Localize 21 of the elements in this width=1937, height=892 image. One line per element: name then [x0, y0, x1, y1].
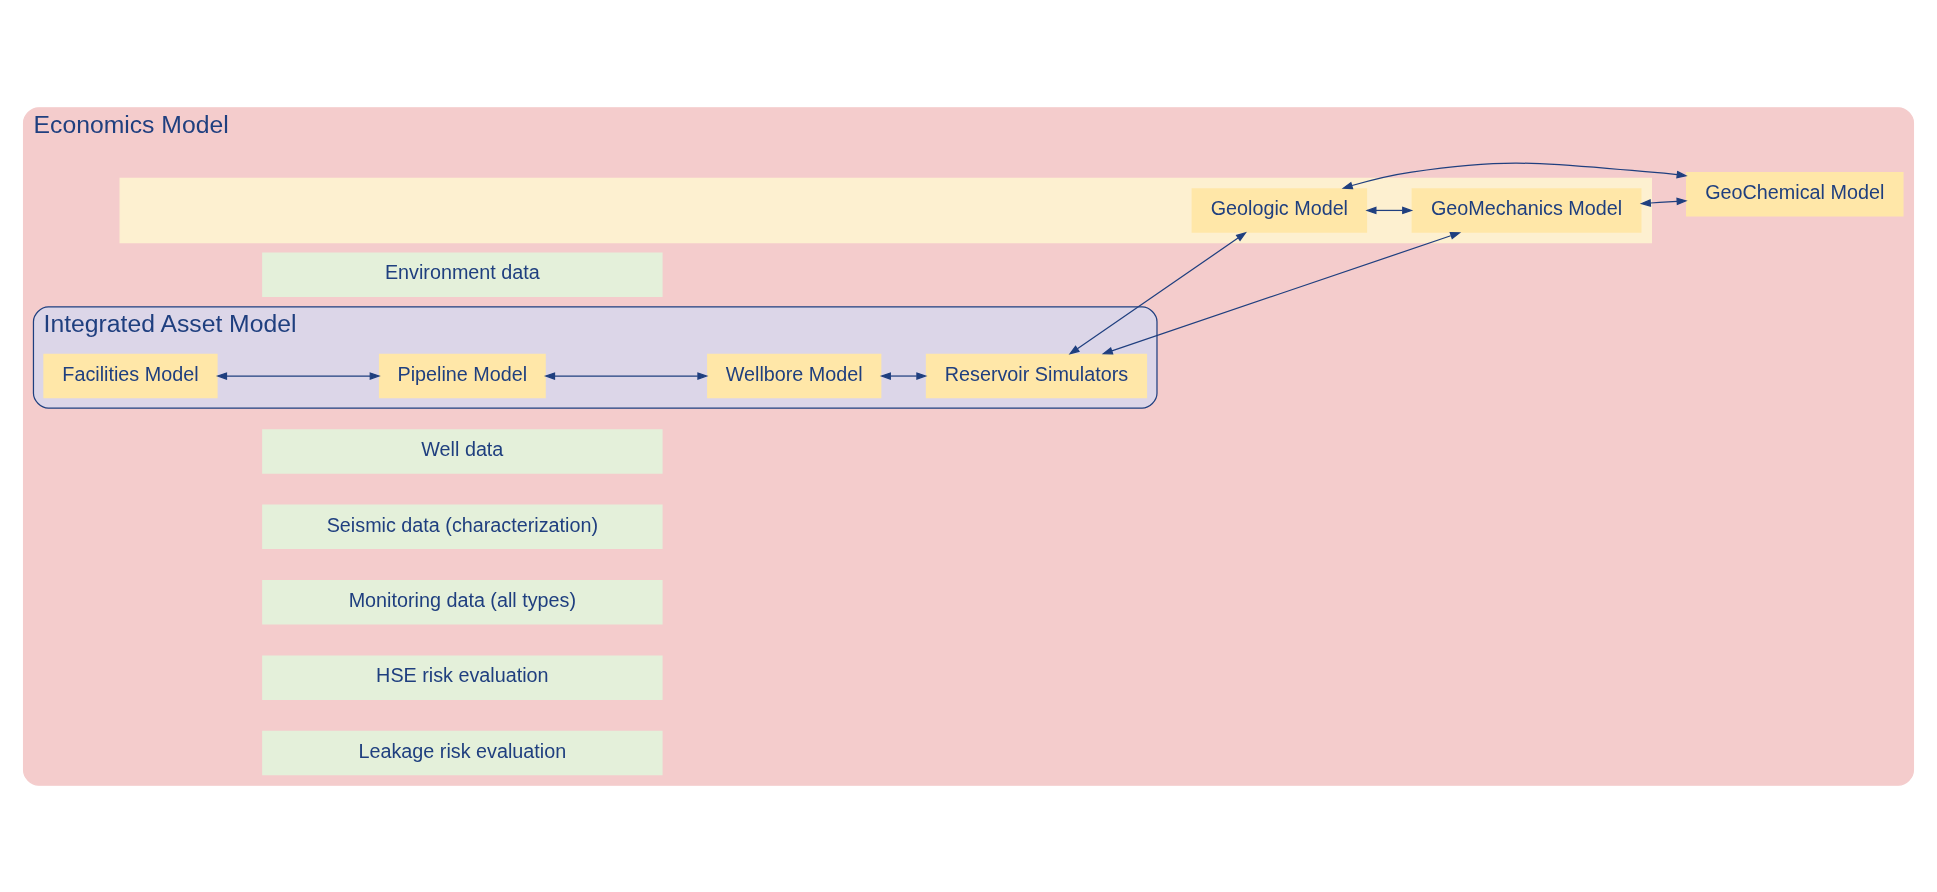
- arrow: [1101, 231, 1462, 354]
- node-box: Reservoir Simulators: [925, 353, 1148, 398]
- node-box: HSE risk evaluation: [262, 654, 663, 700]
- node-box: Facilities Model: [43, 353, 218, 398]
- node-box: Monitoring data (all types): [262, 579, 663, 624]
- arrow: [1639, 197, 1688, 207]
- arrow: [879, 371, 928, 380]
- node-box: GeoMechanics Model: [1411, 187, 1642, 233]
- arrow: [215, 371, 381, 380]
- arrow: [1341, 162, 1688, 189]
- node-box: Pipeline Model: [378, 353, 546, 398]
- node-box: Leakage risk evaluation: [262, 730, 663, 775]
- node-box: Wellbore Model: [707, 353, 882, 398]
- arrow: [544, 371, 709, 380]
- node-box: Well data: [262, 428, 663, 474]
- node-box: GeoChemical Model: [1686, 171, 1904, 217]
- node-box: Geologic Model: [1191, 187, 1368, 233]
- arrow: [1068, 231, 1247, 355]
- node-box: Environment data: [262, 251, 663, 297]
- arrow: [1365, 206, 1414, 214]
- node-box: Seismic data (characterization): [262, 504, 663, 549]
